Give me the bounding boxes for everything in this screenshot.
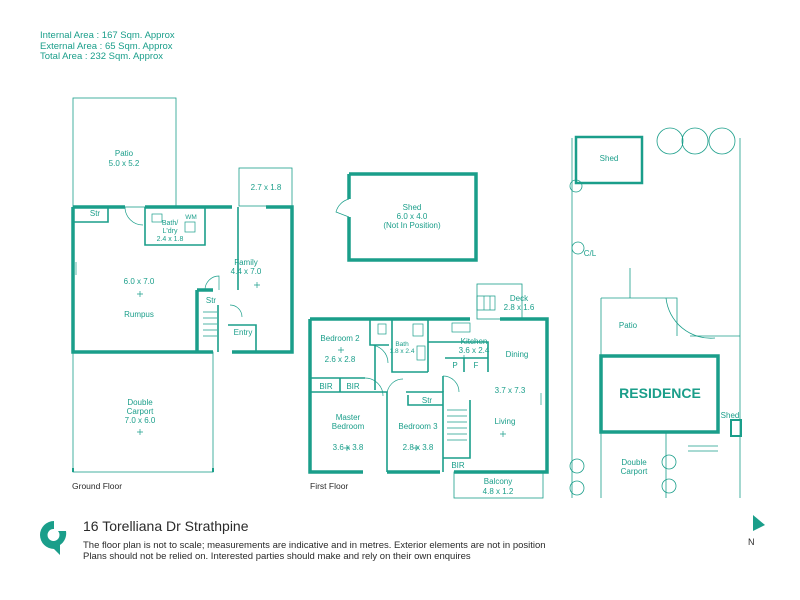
patio-label: Patio	[115, 149, 134, 158]
bath-dim: 2.4 x 1.8	[157, 236, 184, 243]
shed-plan	[335, 172, 478, 262]
carport-outline	[72, 351, 214, 473]
area-summary: Internal Area : 167 Sqm. Approx External…	[40, 30, 175, 63]
site-shed-label: Shed	[600, 154, 619, 163]
master-dim: 3.6 x 3.8	[333, 443, 364, 452]
external-area: External Area : 65 Sqm. Approx	[40, 40, 173, 52]
internal-area: Internal Area : 167 Sqm. Approx	[40, 30, 175, 41]
first-bath-dim: 1.8 x 2.4	[390, 348, 415, 355]
total-area: Total Area : 232 Sqm. Approx	[40, 51, 164, 62]
porch-dim: 2.7 x 1.8	[251, 183, 282, 192]
living-label: Living	[495, 417, 516, 426]
rumpus-dim: 6.0 x 7.0	[124, 277, 155, 286]
bedroom3-dim: 2.8 x 3.8	[403, 443, 434, 452]
site-cl-label: C/L	[584, 249, 597, 258]
rumpus-label: Rumpus	[124, 310, 154, 319]
master-label: Master	[336, 413, 361, 422]
first-str-label: Str	[422, 396, 433, 405]
wm-label: WM	[185, 214, 197, 221]
patio-dim: 5.0 x 5.2	[109, 159, 140, 168]
north-arrow-icon: N	[748, 515, 765, 547]
porch-outline	[238, 167, 293, 207]
disclaimer: The floor plan is not to scale; measurem…	[83, 540, 546, 562]
brand-logo	[40, 521, 67, 555]
family-dim: 4.4 x 7.0	[231, 267, 262, 276]
kitchen-dim: 3.6 x 2.4	[459, 346, 490, 355]
carport-label: Double	[127, 398, 153, 407]
disclaimer-line-2: Plans should not be relied on. Intereste…	[83, 550, 471, 562]
site-carport-label: Double	[621, 458, 647, 467]
kitchen-label: Kitchen	[461, 337, 488, 346]
north-label: N	[748, 537, 755, 547]
balcony-dim: 4.8 x 1.2	[483, 487, 514, 496]
dining-label: Dining	[506, 350, 529, 359]
deck-dim: 2.8 x 1.6	[504, 303, 535, 312]
bath-label-2: L'dry	[163, 228, 178, 235]
bedroom2-label: Bedroom 2	[320, 334, 360, 343]
ground-floor-label: Ground Floor	[72, 481, 122, 491]
bir-2: BIR	[346, 382, 360, 391]
family-label: Family	[234, 258, 258, 267]
bir-3: BIR	[451, 461, 465, 470]
living-dim: 3.7 x 7.3	[495, 386, 526, 395]
entry-label: Entry	[234, 328, 253, 337]
residence-label: RESIDENCE	[619, 385, 701, 401]
ground-walls	[71, 205, 294, 354]
first-floor-label: First Floor	[310, 481, 348, 491]
pantry-label: P	[452, 361, 457, 370]
site-patio-label: Patio	[619, 321, 638, 330]
master-label-2: Bedroom	[332, 422, 365, 431]
ground-str2-label: Str	[206, 296, 217, 305]
deck-label: Deck	[510, 294, 529, 303]
shed-label: Shed	[403, 203, 422, 212]
shed-note: (Not In Position)	[383, 221, 441, 230]
carport-label-2: Carport	[127, 407, 154, 416]
bir-1: BIR	[319, 382, 333, 391]
bedroom3-label: Bedroom 3	[398, 422, 438, 431]
site-plan	[569, 127, 742, 498]
bath-label: Bath/	[162, 220, 178, 227]
ground-floor	[71, 97, 294, 473]
first-floor	[308, 283, 549, 499]
ground-str-label: Str	[90, 209, 101, 218]
site-carport-label-2: Carport	[621, 467, 648, 476]
property-address: 16 Torelliana Dr Strathpine	[83, 518, 249, 534]
disclaimer-line-1: The floor plan is not to scale; measurem…	[83, 540, 546, 551]
balcony-label: Balcony	[484, 477, 512, 486]
bedroom2-dim: 2.6 x 2.8	[325, 355, 356, 364]
shed-dim: 6.0 x 4.0	[397, 212, 428, 221]
ceiling-markers	[137, 282, 506, 451]
carport-dim: 7.0 x 6.0	[125, 416, 156, 425]
first-bath-label: Bath	[395, 341, 409, 348]
first-walls	[308, 317, 549, 474]
fridge-label: F	[474, 361, 479, 370]
site-shed2-label: Shed	[721, 411, 740, 420]
